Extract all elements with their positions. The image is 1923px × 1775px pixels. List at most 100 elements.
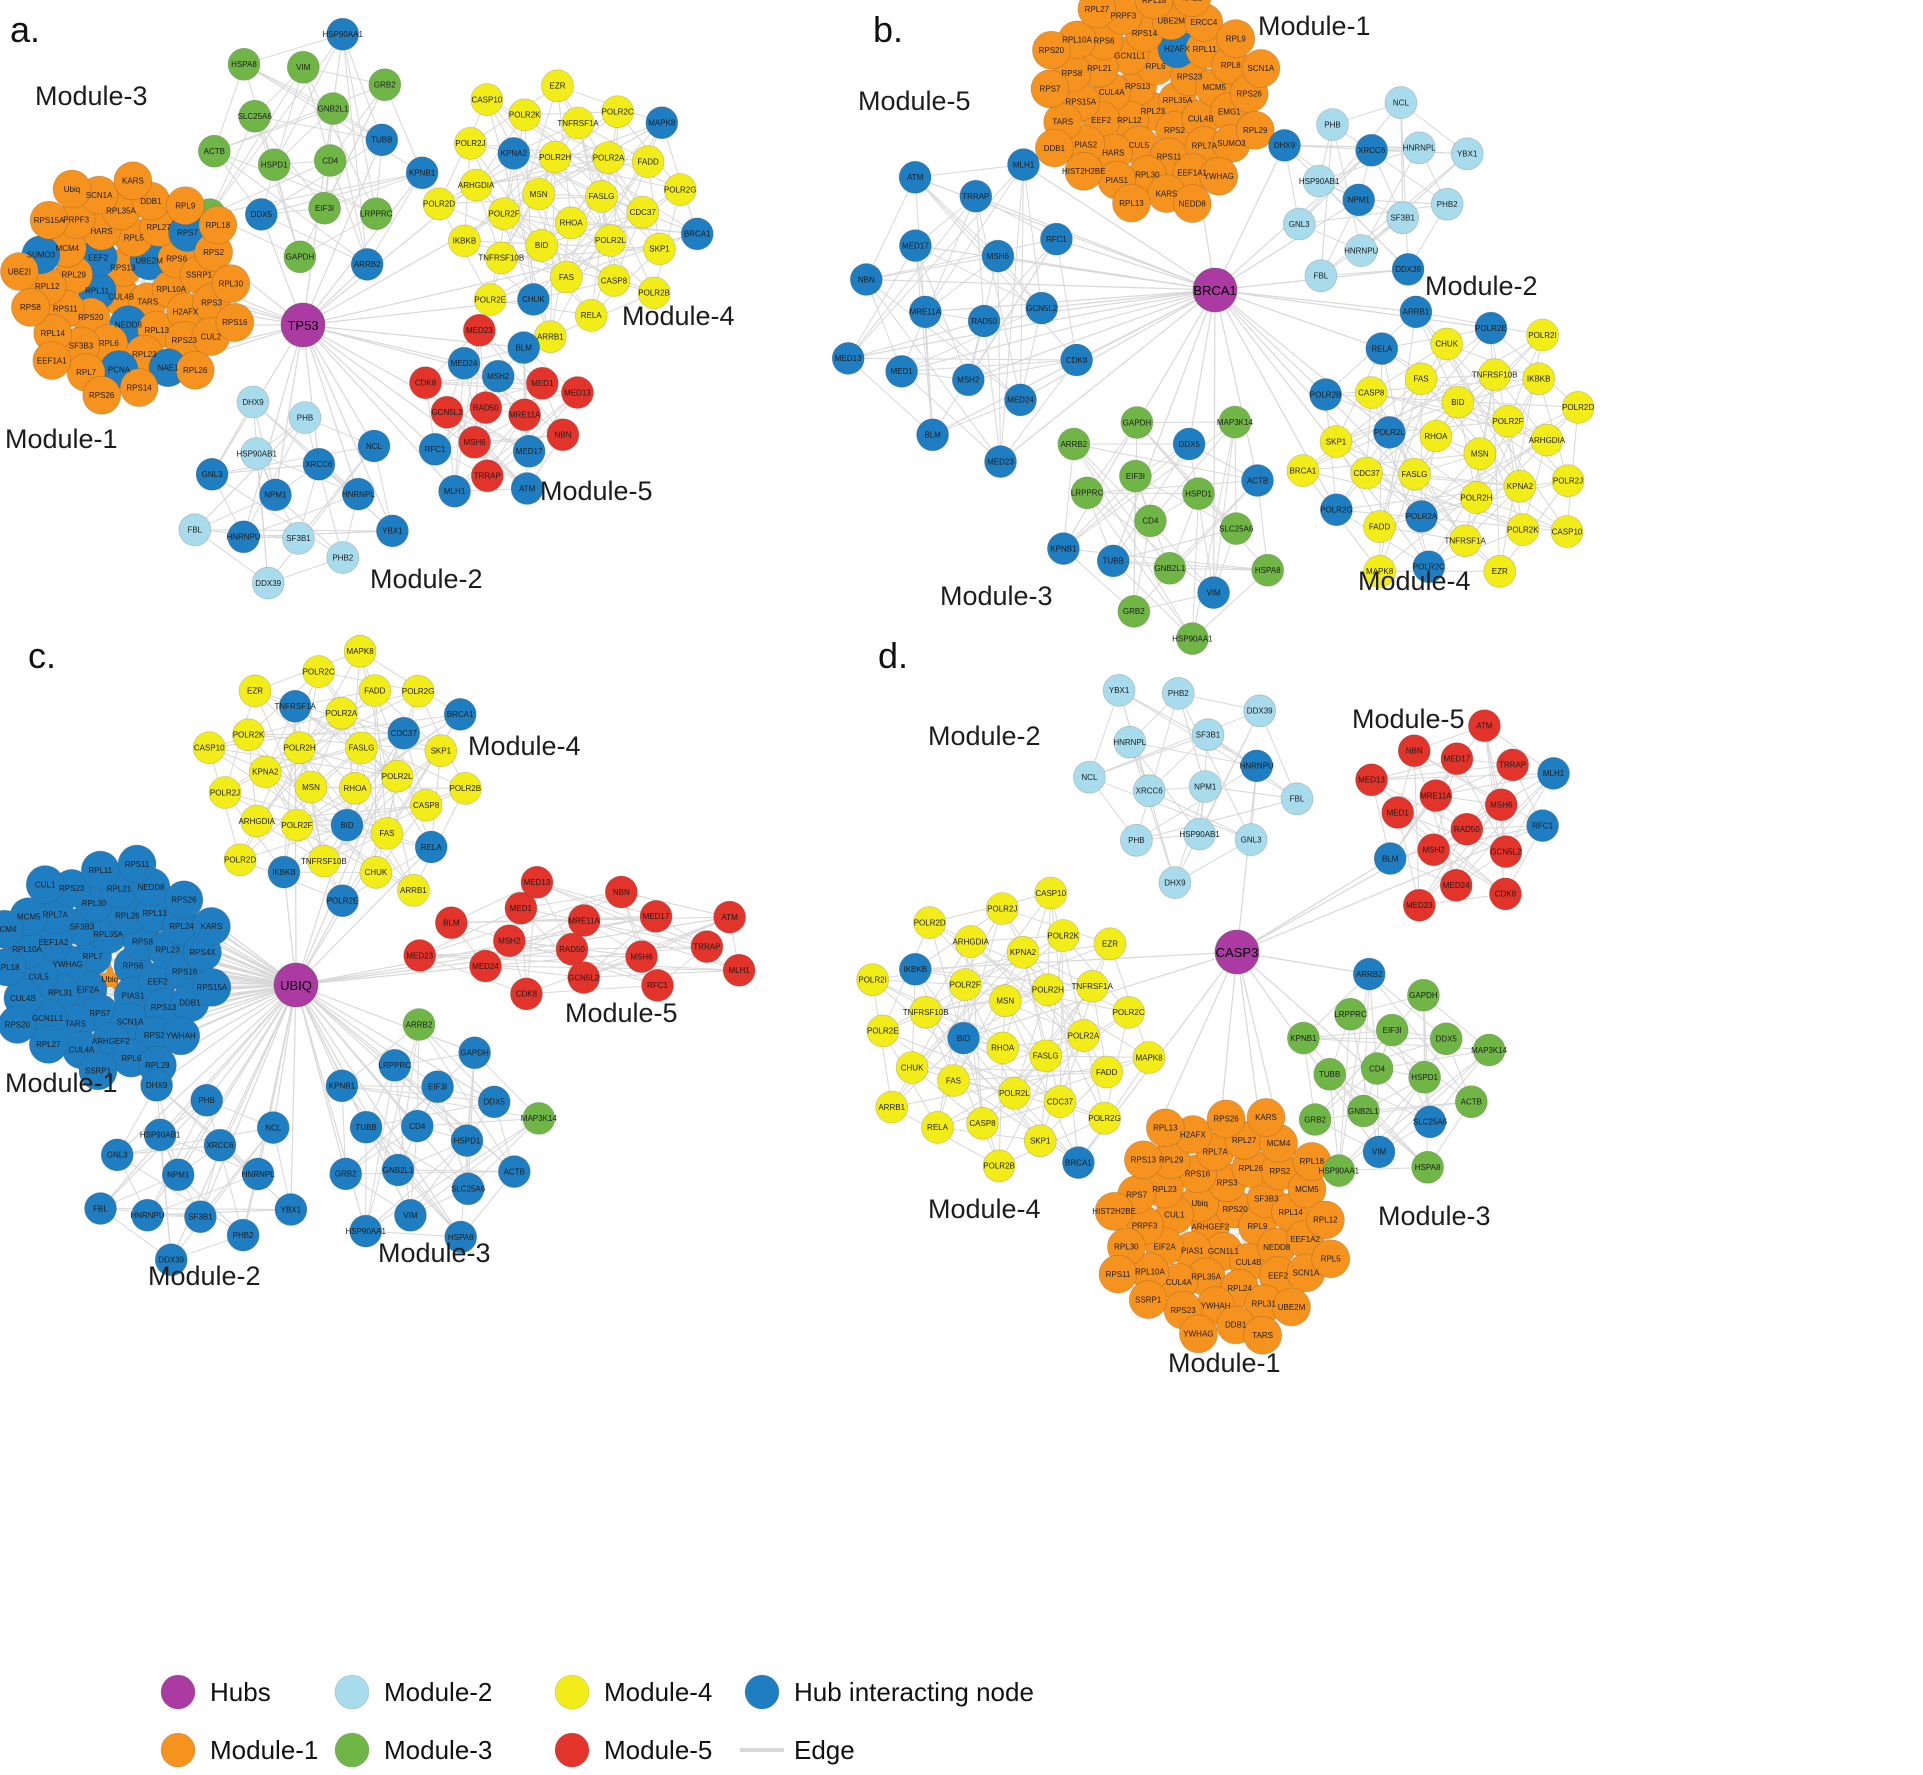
node-BID	[525, 229, 558, 262]
node-FBL	[1280, 782, 1314, 816]
hub-edge	[866, 278, 1216, 291]
node-label: RPS6	[166, 255, 187, 264]
node-label: POLR2G	[1088, 1114, 1120, 1123]
node-label: HNRNPL	[1113, 738, 1146, 747]
module-label: Module-4	[1358, 566, 1471, 596]
node-label: POLR2L	[382, 772, 413, 781]
node-label: MAP3K14	[1471, 1046, 1508, 1055]
edge	[1087, 480, 1258, 494]
node-label: BID	[535, 241, 549, 250]
node-ARHGDIA	[459, 168, 493, 202]
node-SF3B1	[282, 522, 315, 555]
node-label: SLC25A6	[238, 112, 273, 121]
edge	[265, 771, 388, 834]
node-label: NPM1	[1348, 196, 1371, 205]
hub-edge	[295, 984, 438, 1088]
node-HIST2H2BE	[1094, 1192, 1134, 1231]
node-RELA	[574, 299, 608, 332]
node-label: MED1	[510, 904, 533, 913]
hub-edge	[302, 34, 344, 326]
node-label: RPS11	[125, 860, 150, 869]
node-MED23	[1403, 888, 1436, 922]
node-NPM1	[1342, 183, 1375, 217]
node-POLR2A	[325, 696, 358, 730]
node-label: RPS13	[1125, 82, 1151, 91]
node-CDK8	[1060, 343, 1093, 377]
edge	[486, 383, 543, 477]
node-label: TRRAP	[962, 192, 989, 201]
node-FADD	[1090, 1055, 1123, 1089]
node-label: SSRP1	[85, 1067, 112, 1076]
node-FADD	[1363, 510, 1396, 543]
edge	[1177, 693, 1206, 787]
node-label: EIF2A	[1153, 1242, 1176, 1251]
edge	[1400, 102, 1409, 270]
edge	[911, 951, 1024, 1068]
hub-label: BRCA1	[1193, 283, 1236, 298]
node-label: DDB1	[1225, 1321, 1247, 1330]
node-MED24	[447, 346, 481, 380]
edge	[1397, 812, 1506, 895]
legend-label-module-2: Module-2	[384, 1677, 492, 1707]
node-ARRB2	[1057, 427, 1091, 461]
node-label: LRPPRC	[379, 1061, 412, 1070]
node-label: EZR	[1492, 567, 1508, 576]
node-TUBB	[349, 1110, 383, 1144]
node-label: RPS14	[1132, 29, 1158, 38]
edge	[1433, 825, 1543, 851]
hub-edge	[1214, 289, 1327, 395]
node-label: YBX1	[382, 527, 403, 536]
edge	[1332, 124, 1362, 251]
node-label: FADD	[1369, 522, 1391, 531]
node-label: ARHGDIA	[458, 181, 495, 190]
edge	[398, 1169, 515, 1173]
node-label: SCN1A	[1293, 1269, 1320, 1278]
edge	[1421, 420, 1509, 517]
node-label: RAD50	[473, 403, 499, 412]
edge	[1113, 528, 1237, 562]
node-label: CASP8	[1358, 388, 1385, 397]
edge	[214, 108, 334, 152]
edge	[486, 392, 578, 477]
node-XRCC6	[1132, 774, 1166, 808]
node-RAD50	[1450, 812, 1484, 846]
node-label: DDX5	[1436, 1035, 1458, 1044]
node-MAPK8	[645, 106, 679, 139]
node-HSPD1	[257, 148, 291, 181]
edge	[243, 417, 306, 538]
node-label: GNB2L1	[1348, 1107, 1379, 1116]
node-label: MLH1	[728, 966, 750, 975]
legend-swatch-module-2	[334, 1674, 370, 1710]
node-label: ARHGDIA	[238, 817, 275, 826]
node-LRPPRC	[378, 1049, 412, 1082]
node-label: NBN	[858, 275, 875, 284]
module-label: Module-3	[378, 1238, 491, 1268]
node-label: RFC1	[1046, 235, 1067, 244]
node-HNRNPL	[1402, 131, 1436, 165]
node-GNL3	[100, 1138, 134, 1172]
node-label: POLR2C	[303, 667, 335, 676]
edge	[1350, 1013, 1425, 1078]
node-label: RHOA	[991, 1044, 1015, 1053]
edge	[915, 968, 1093, 987]
node-label: POLR2A	[1406, 512, 1438, 521]
node-label: BLM	[924, 431, 941, 440]
node-MED1	[525, 366, 559, 400]
edge	[366, 172, 423, 265]
edge	[283, 750, 442, 873]
node-label: POLR2L	[1374, 428, 1405, 437]
node-label: H2AFX	[1180, 1130, 1206, 1139]
edge	[265, 732, 404, 773]
node-NCL	[357, 429, 391, 463]
node-label: MED17	[1444, 755, 1471, 764]
edge	[1421, 439, 1548, 517]
edge	[520, 907, 708, 948]
edge	[485, 965, 740, 971]
node-label: SF3B3	[1254, 1195, 1279, 1204]
edge	[1000, 359, 1078, 462]
node-YBX1	[274, 1193, 308, 1226]
node-label: TUBB	[1319, 1070, 1340, 1079]
node-label: RPL35A	[106, 207, 136, 216]
node-label: SUMO3	[1217, 139, 1246, 148]
node-label: RELA	[927, 1123, 949, 1132]
